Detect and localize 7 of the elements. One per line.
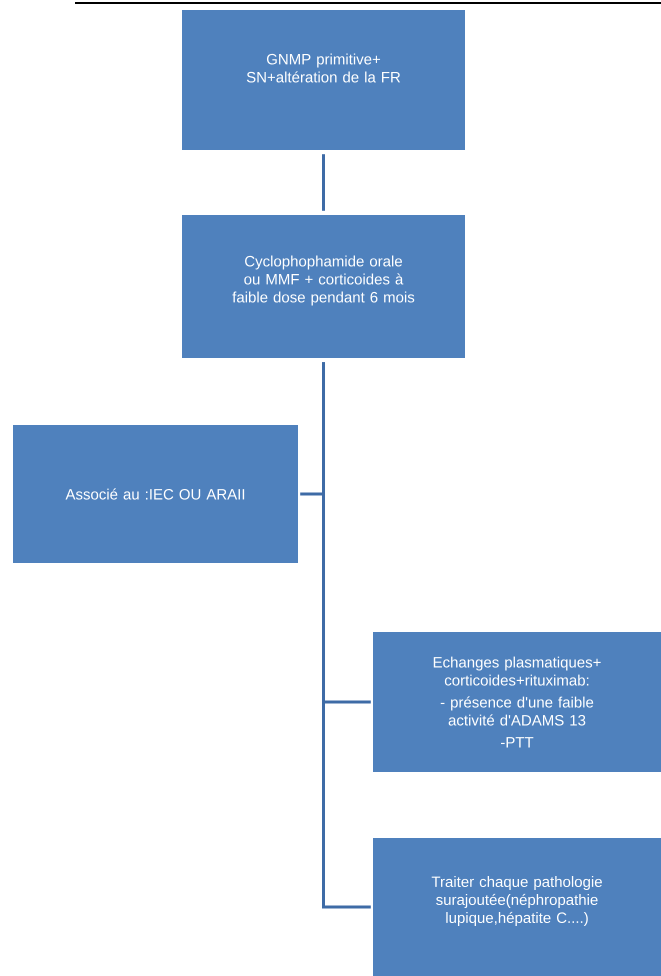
process-box: GNMP primitive+ SN+altération de la FR [182, 10, 465, 150]
connector-line [322, 362, 371, 908]
process-box: Cyclophophamide orale ou MMF + corticoides à faible dose pendant 6 mois [182, 215, 465, 358]
process-box: Associé au :IEC OU ARAII [13, 425, 298, 563]
connector-line [322, 154, 325, 211]
process-box: Traiter chaque pathologie surajoutée(néphropathie lupique,hépatite C....) [373, 838, 661, 976]
process-box: Echanges plasmatiques+ corticoides+rituximab: - présence d'une faible activité d'ADAMS 13 -PTT [373, 632, 661, 772]
